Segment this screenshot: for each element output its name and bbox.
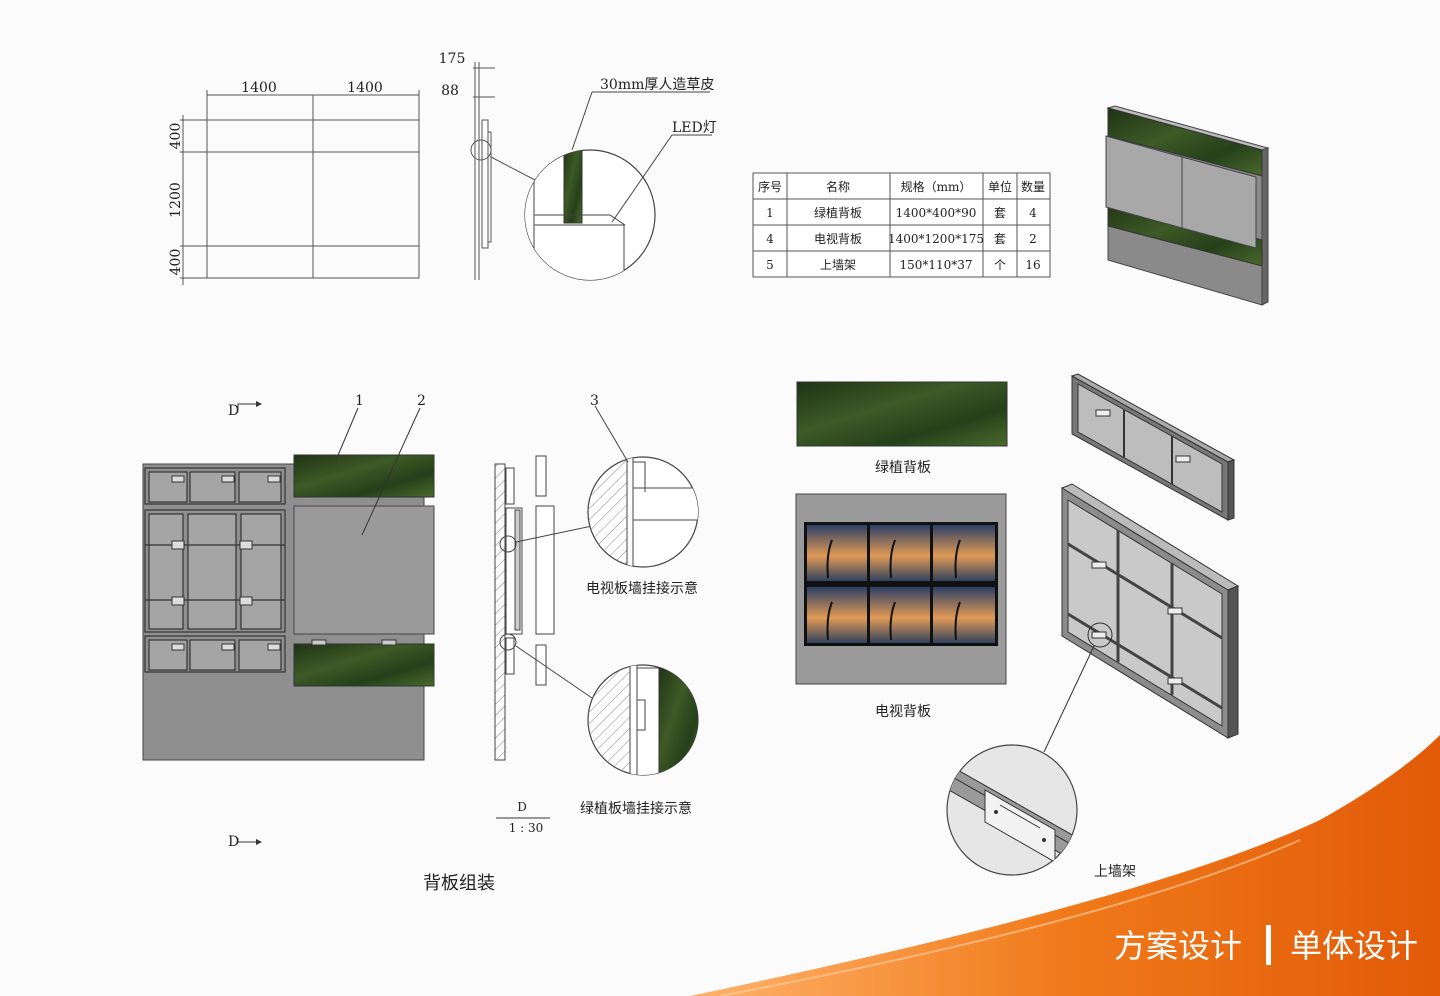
assembly-title: 背板组装 <box>423 873 495 894</box>
width-dim-2: 1400 <box>347 80 383 96</box>
bracket-detail: 上墙架 <box>946 744 1136 880</box>
cell: 150*110*37 <box>899 258 972 272</box>
cell: 1 <box>766 206 774 220</box>
part-number-1: 1 <box>355 393 364 409</box>
green-mount-detail: 绿植板墙挂接示意 <box>580 664 699 817</box>
cell: 套 <box>994 206 1006 220</box>
tv-mount-caption: 电视板墙挂接示意 <box>586 580 698 597</box>
table-row: 4 电视背板 1400*1200*175 套 2 <box>766 231 1037 246</box>
cell: 1400*400*90 <box>896 206 977 220</box>
green-frame-3d <box>1070 373 1236 521</box>
cell: 绿植背板 <box>814 205 862 220</box>
tv-frame-3d <box>1043 483 1240 753</box>
cell: 个 <box>994 258 1006 272</box>
col-header-unit: 单位 <box>988 179 1012 194</box>
cell: 4 <box>1029 206 1037 220</box>
cell: 2 <box>1029 232 1037 246</box>
col-header-name: 名称 <box>826 179 850 194</box>
callout-turf: 30mm厚人造草皮 <box>600 77 714 93</box>
col-header-qty: 数量 <box>1021 179 1045 194</box>
cell: 5 <box>766 258 774 272</box>
section-mark-top: D <box>228 403 239 419</box>
banner-left-text: 方案设计 <box>1114 927 1242 965</box>
section-title: D <box>517 800 527 814</box>
cell: 1400*1200*175 <box>888 232 984 246</box>
section-scale: 1 : 30 <box>509 821 544 835</box>
tv-panel-sample: 电视背板 <box>795 493 1007 720</box>
cell: 4 <box>766 232 774 246</box>
callout-led: LED灯 <box>672 120 717 136</box>
tv-mount-detail: 3 电视板墙挂接示意 <box>586 393 699 597</box>
assembly-view: D D <box>142 393 435 850</box>
tv-panel-label: 电视背板 <box>875 704 931 720</box>
banner-divider <box>1266 925 1271 965</box>
part-number-2: 2 <box>417 393 426 409</box>
table-row: 5 上墙架 150*110*37 个 16 <box>766 258 1040 272</box>
wall-3d-view <box>1105 105 1270 306</box>
depth-dim-175: 175 <box>439 51 466 67</box>
cell: 上墙架 <box>820 258 856 272</box>
height-dim-1: 400 <box>168 123 184 150</box>
width-dim-1: 1400 <box>241 80 277 96</box>
height-dim-3: 400 <box>168 249 184 276</box>
footer-banner: 方案设计 单体设计 <box>690 735 1440 996</box>
col-header-spec: 规格（mm） <box>901 179 972 194</box>
table-row: 1 绿植背板 1400*400*90 套 4 <box>766 205 1037 220</box>
height-dim-2: 1200 <box>168 182 184 218</box>
cell: 套 <box>994 232 1006 246</box>
front-elevation: 1400 1400 400 1200 400 <box>168 80 420 285</box>
banner-right-text: 单体设计 <box>1290 927 1418 965</box>
section-view: D 1 : 30 <box>494 455 593 835</box>
green-panel-label: 绿植背板 <box>875 460 931 476</box>
bracket-label: 上墙架 <box>1094 864 1136 880</box>
col-header-index: 序号 <box>758 179 782 194</box>
side-section: 175 88 30mm厚人造草皮 LED灯 <box>439 51 717 281</box>
video-wall-screens <box>807 525 995 643</box>
section-mark-bottom: D <box>228 834 239 850</box>
part-number-3: 3 <box>590 393 599 409</box>
spec-table: 序号 名称 规格（mm） 单位 数量 1 绿植背板 1400*400*90 套 … <box>752 172 1051 278</box>
cell: 16 <box>1025 258 1040 272</box>
cell: 电视背板 <box>814 231 862 246</box>
green-panel-sample: 绿植背板 <box>796 381 1008 476</box>
depth-dim-88: 88 <box>441 83 459 99</box>
green-mount-caption: 绿植板墙挂接示意 <box>580 800 692 817</box>
table-header-row: 序号 名称 规格（mm） 单位 数量 <box>758 179 1045 194</box>
